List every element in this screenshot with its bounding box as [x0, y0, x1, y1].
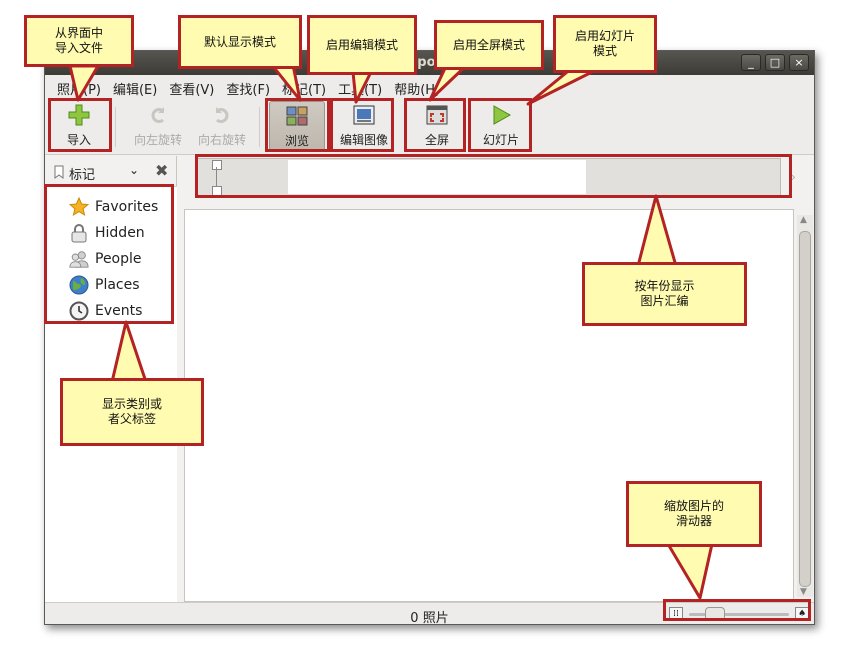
- timeline-marker: [216, 167, 217, 189]
- import-label: 导入: [66, 133, 91, 147]
- callout-browse: 默认显示模式: [178, 15, 302, 69]
- photo-count: 0 照片: [410, 611, 449, 625]
- slideshow-button[interactable]: 幻灯片: [473, 101, 529, 151]
- menu-bar: 照片(P) 编辑(E) 查看(V) 查找(F) 标记(T) 工具(T) 帮助(H…: [45, 75, 814, 99]
- maximize-button[interactable]: □: [765, 54, 785, 71]
- highlight-zoom: [663, 599, 811, 621]
- minimize-button[interactable]: _: [741, 54, 761, 71]
- rotate-left-button[interactable]: 向左旋转: [129, 101, 187, 151]
- menu-tags[interactable]: 标记(T): [282, 83, 327, 98]
- clock-icon: [69, 301, 89, 321]
- highlight-slideshow: [468, 98, 532, 152]
- fullscreen-icon: [426, 101, 448, 129]
- close-button[interactable]: ×: [789, 54, 809, 71]
- tag-people[interactable]: People: [69, 249, 142, 269]
- tag-label: People: [95, 251, 142, 267]
- toolbar-separator: [115, 107, 116, 147]
- title-bar: pot _ □ ×: [45, 51, 814, 75]
- import-button[interactable]: 导入: [55, 101, 103, 151]
- slideshow-label: 幻灯片: [482, 133, 519, 147]
- rotate-left-icon: [147, 101, 169, 129]
- callout-timeline: 按年份显示 图片汇编: [582, 262, 747, 326]
- fullscreen-label: 全屏: [424, 133, 449, 147]
- edit-image-icon: [353, 101, 375, 129]
- edit-button[interactable]: 编辑图像: [333, 101, 395, 151]
- star-icon: [69, 197, 89, 217]
- status-bar: 0 照片 ⁞⁞ ♠: [45, 602, 814, 625]
- vertical-scrollbar[interactable]: ▲ ▼: [797, 215, 813, 597]
- tag-label: Favorites: [95, 199, 159, 215]
- callout-slideshow: 启用幻灯片 模式: [553, 15, 657, 73]
- plus-icon: [67, 101, 91, 129]
- menu-tools[interactable]: 工具(T): [338, 83, 383, 98]
- callout-fullscreen: 启用全屏模式: [434, 20, 544, 70]
- tag-selector-label: 标记: [69, 168, 96, 183]
- highlight-edit: [330, 98, 394, 152]
- tag-icon: [53, 165, 65, 183]
- rotate-right-label: 向右旋转: [197, 133, 246, 147]
- timeline[interactable]: [197, 158, 781, 196]
- highlight-import: [48, 98, 112, 152]
- rotate-left-label: 向左旋转: [133, 133, 182, 147]
- highlight-browse: [265, 98, 330, 152]
- callout-import: 从界面中 导入文件: [24, 15, 134, 67]
- edit-label: 编辑图像: [339, 133, 388, 147]
- scroll-up-icon[interactable]: ▲: [800, 215, 807, 225]
- browse-button[interactable]: 浏览: [269, 101, 325, 151]
- tag-events[interactable]: Events: [69, 301, 142, 321]
- tag-label: Hidden: [95, 225, 145, 241]
- tag-favorites[interactable]: Favorites: [69, 197, 158, 217]
- grid-icon: [286, 102, 308, 130]
- zoom-track[interactable]: [689, 613, 789, 616]
- toolbar-separator: [259, 107, 260, 147]
- tag-label: Events: [95, 303, 143, 319]
- menu-view[interactable]: 查看(V): [169, 83, 215, 98]
- highlight-fullscreen: [404, 98, 466, 152]
- menu-photos[interactable]: 照片(P): [57, 83, 101, 98]
- globe-icon: [69, 275, 89, 295]
- callout-tags: 显示类别或 者父标签: [60, 378, 204, 446]
- toolbar: 导入 向左旋转 向右旋转 浏览 编辑图像: [45, 99, 814, 155]
- callout-edit: 启用编辑模式: [307, 15, 417, 75]
- lock-icon: [69, 223, 89, 243]
- menu-edit[interactable]: 编辑(E): [112, 83, 158, 98]
- scroll-down-icon[interactable]: ▼: [800, 587, 807, 597]
- tag-places[interactable]: Places: [69, 275, 140, 295]
- menu-find[interactable]: 查找(F): [226, 83, 271, 98]
- browse-label: 浏览: [284, 134, 309, 148]
- rotate-right-button[interactable]: 向右旋转: [193, 101, 251, 151]
- tag-hidden[interactable]: Hidden: [69, 223, 145, 243]
- people-icon: [69, 249, 89, 269]
- callout-zoom: 缩放图片的 滑动器: [626, 481, 762, 547]
- scroll-thumb[interactable]: [799, 231, 811, 587]
- fullscreen-button[interactable]: 全屏: [409, 101, 465, 151]
- rotate-right-icon: [211, 101, 233, 129]
- menu-help[interactable]: 帮助(H): [394, 83, 441, 98]
- timeline-right-arrow[interactable]: ›: [791, 170, 796, 184]
- play-icon: [490, 101, 512, 129]
- timeline-handle-top[interactable]: [212, 160, 222, 170]
- close-icon[interactable]: ✖: [155, 161, 169, 180]
- chevron-down-icon[interactable]: ⌄: [129, 163, 140, 177]
- tag-label: Places: [95, 277, 140, 293]
- highlight-tags: [44, 184, 174, 324]
- highlight-timeline: [195, 154, 792, 198]
- window-title: pot: [417, 55, 442, 70]
- tag-selector[interactable]: 标记: [53, 164, 95, 183]
- timeline-range: [288, 160, 586, 194]
